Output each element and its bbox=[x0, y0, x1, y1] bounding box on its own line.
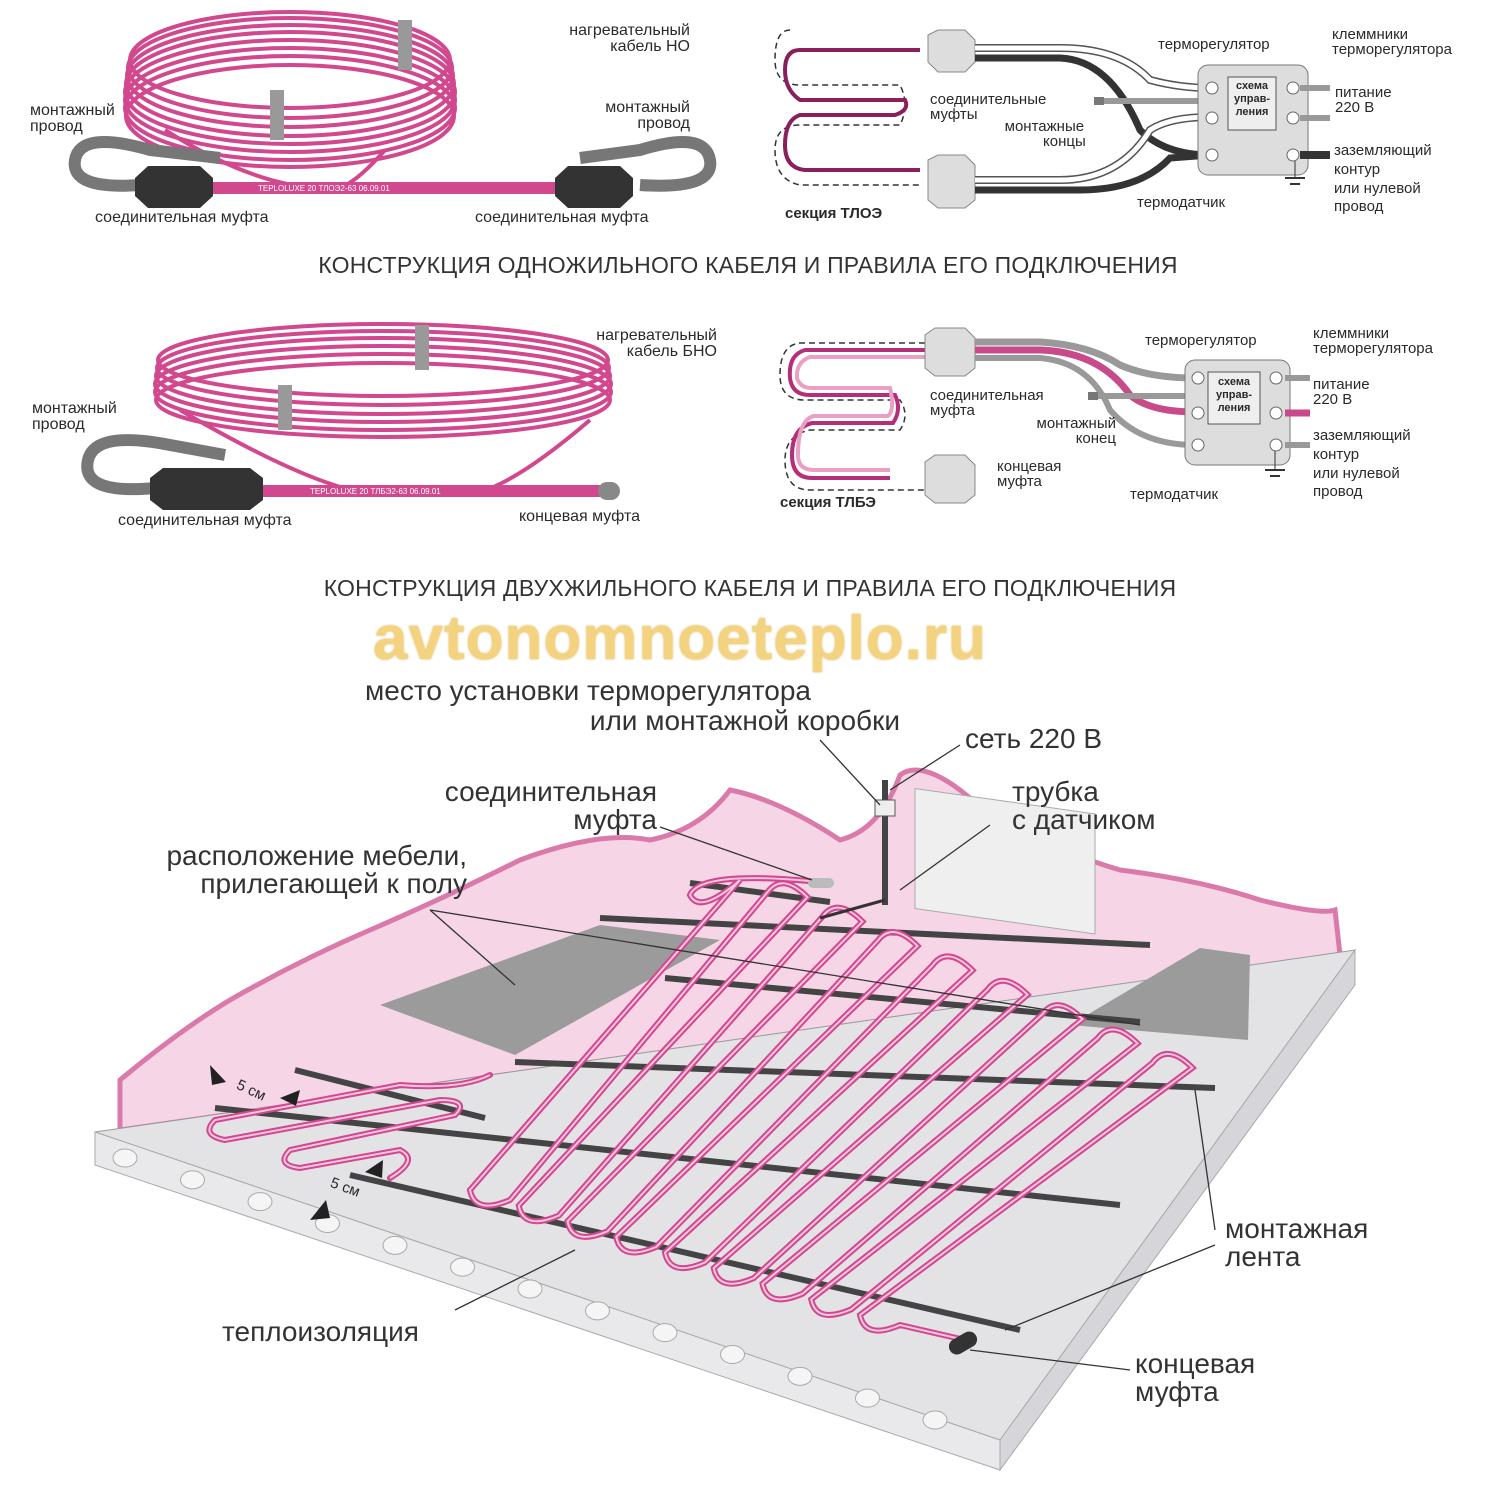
coupling-icon bbox=[808, 878, 834, 888]
title-two-core: КОНСТРУКЦИЯ ДВУХЖИЛЬНОГО КАБЕЛЯ И ПРАВИЛ… bbox=[323, 575, 1177, 601]
section-tloe-scheme bbox=[774, 29, 1330, 209]
label-thermostat: терморегулятор bbox=[1158, 36, 1270, 53]
mount-wire bbox=[81, 434, 227, 496]
label-sensor: термодатчик bbox=[1137, 194, 1226, 211]
coupling-icon bbox=[555, 166, 633, 208]
label-coupling-right: соединительная муфта bbox=[475, 209, 649, 226]
cable-marking: TEPLOLUXE 20 ТЛБЭ2-63 06.09.01 bbox=[310, 487, 441, 496]
spacing-arrows bbox=[210, 1065, 383, 1220]
slab-hole bbox=[247, 1192, 273, 1212]
furniture-area bbox=[380, 925, 720, 1055]
leader-lines bbox=[429, 739, 1216, 1371]
slab-hole bbox=[450, 1257, 475, 1277]
slab-hole bbox=[382, 1235, 408, 1255]
label-section-tloe: секция ТЛОЭ bbox=[785, 205, 883, 222]
slab-hole bbox=[652, 1323, 678, 1343]
cable-tie-icon bbox=[270, 90, 284, 140]
slab-hole bbox=[517, 1279, 543, 1299]
slab-hole bbox=[787, 1366, 813, 1386]
slab-hole bbox=[585, 1301, 610, 1321]
label-network: сеть 220 В bbox=[965, 723, 1103, 754]
label-furniture: расположение мебели,прилегающей к полу bbox=[166, 840, 467, 899]
label-end-coupling: концевая муфта bbox=[519, 508, 640, 525]
title-single-core: КОНСТРУКЦИЯ ОДНОЖИЛЬНОГО КАБЕЛЯ И ПРАВИЛ… bbox=[318, 252, 1178, 278]
window bbox=[914, 788, 1096, 935]
cable-straight bbox=[150, 182, 590, 194]
label-coupling-left: соединительная муфта bbox=[95, 209, 269, 226]
end-coupling-icon bbox=[598, 482, 620, 500]
mount-wire-right bbox=[579, 136, 717, 192]
slab-hole bbox=[720, 1345, 745, 1364]
slab-side bbox=[999, 948, 1356, 1472]
label-thermostat: терморегулятор bbox=[1145, 332, 1257, 349]
slab-hole bbox=[922, 1410, 948, 1430]
floor-illustration bbox=[94, 739, 1357, 1472]
mounting-tape bbox=[214, 880, 1216, 1333]
slab-hole bbox=[112, 1148, 138, 1168]
heating-cable-highlight bbox=[208, 877, 1195, 1341]
junction-box-icon bbox=[874, 799, 896, 817]
slab-hole bbox=[855, 1388, 880, 1408]
label-insulation: теплоизоляция bbox=[222, 1316, 419, 1347]
heating-cable-coil-2 bbox=[153, 322, 613, 494]
label-sensor: термодатчик bbox=[1130, 486, 1219, 503]
coupling-icon bbox=[135, 166, 213, 208]
cable-tie-icon bbox=[415, 325, 429, 370]
cable-marking: TEPLOLUXE 20 ТЛОЭ2-63 06.09.01 bbox=[258, 184, 390, 193]
cable-straight bbox=[230, 485, 600, 497]
label-coupling: соединительная муфта bbox=[118, 512, 292, 529]
cable-tie-icon bbox=[398, 20, 412, 70]
coupling-icon bbox=[150, 468, 263, 510]
sensor-tube bbox=[819, 898, 886, 920]
watermark: avtonomnoeteplo.ru bbox=[373, 604, 987, 673]
end-coupling-icon bbox=[948, 1331, 978, 1355]
section-tlbe-scheme bbox=[779, 327, 1310, 504]
label-section-tlbe: секция ТЛБЭ bbox=[780, 494, 876, 511]
cable-tie-icon bbox=[278, 385, 292, 430]
mount-wire-left bbox=[68, 136, 221, 192]
label-thermostat-place-2: или монтажной коробки bbox=[589, 705, 900, 736]
slab-hole bbox=[180, 1170, 205, 1190]
label-thermostat-place-1: место установки терморегулятора bbox=[365, 675, 811, 706]
